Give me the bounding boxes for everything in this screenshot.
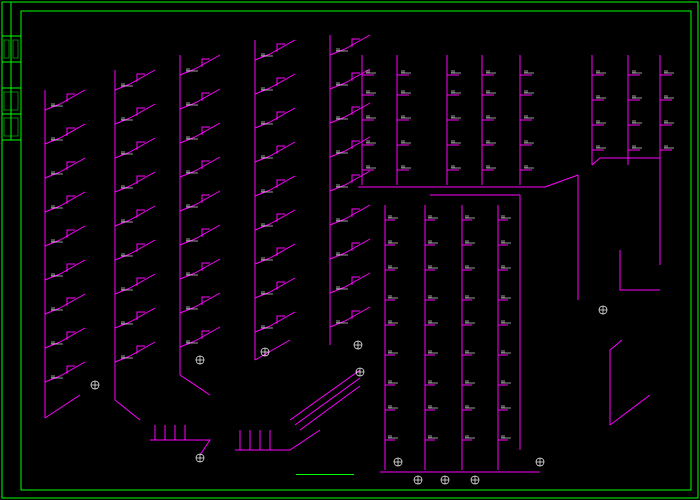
label-ticks xyxy=(51,48,674,439)
valve-symbols xyxy=(90,305,608,485)
title-block xyxy=(3,39,19,137)
pipe-network xyxy=(44,34,672,473)
title-underline xyxy=(296,474,354,475)
